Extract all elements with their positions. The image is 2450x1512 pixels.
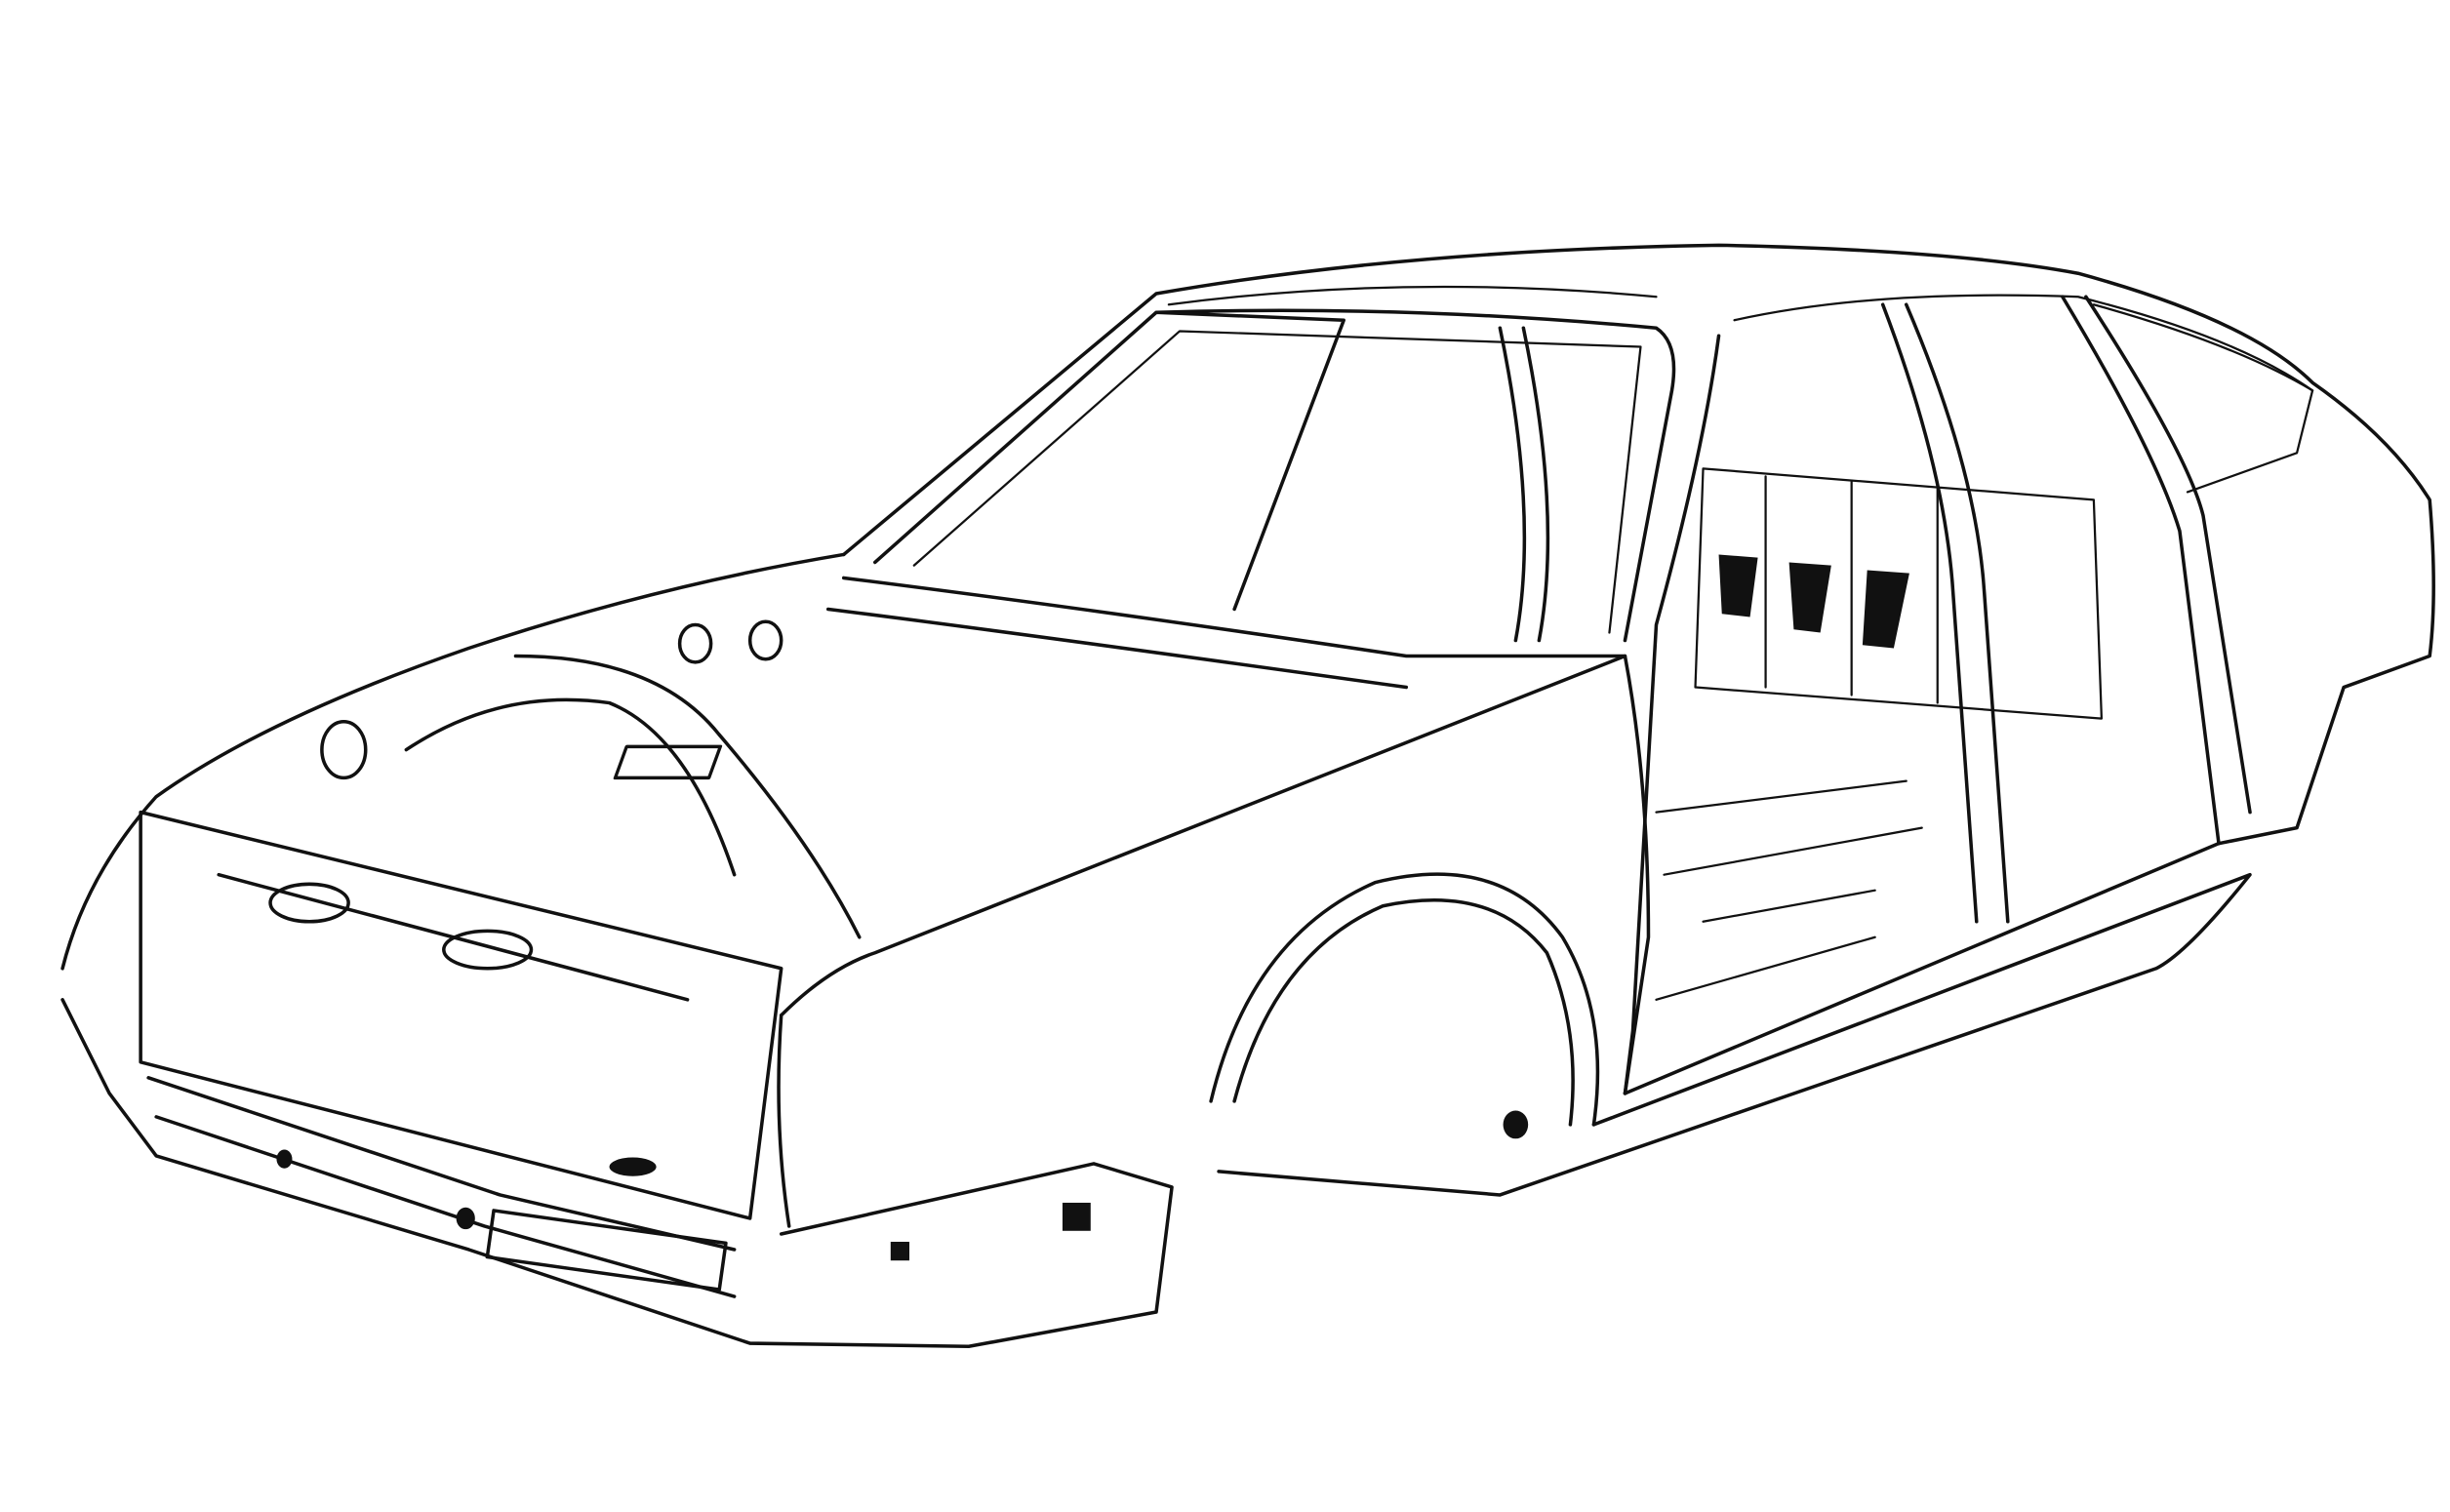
panel-cutout	[1718, 554, 1909, 649]
hole	[609, 1157, 657, 1176]
hole	[747, 619, 783, 661]
roof-inner-line	[1167, 285, 2314, 392]
b-pillar	[1880, 302, 2010, 924]
clip-hole	[1062, 1202, 1091, 1231]
hole	[276, 1149, 293, 1169]
strut-hole	[320, 720, 368, 780]
floor-pan	[1655, 779, 1923, 1001]
strut-tower	[404, 654, 862, 939]
c-pillar	[2061, 295, 2252, 846]
front-valance	[60, 998, 1174, 1349]
rocker-sill	[1217, 841, 2252, 1197]
a-pillar	[1498, 326, 1550, 643]
rear-seat-panel	[1694, 467, 2104, 720]
hood-line	[60, 552, 846, 971]
windshield-inner	[912, 330, 1642, 634]
roof-outline	[841, 243, 2435, 846]
hole	[456, 1207, 475, 1230]
hole	[677, 622, 713, 664]
headlamp-recess	[442, 929, 534, 971]
cowl	[825, 576, 1627, 690]
radiator-support	[139, 810, 783, 1220]
front-door-opening	[1623, 334, 1721, 1095]
rear-window	[2092, 303, 2314, 494]
windshield-frame	[873, 308, 1676, 643]
bulkhead-opening	[613, 744, 723, 780]
clip-hole	[890, 1241, 910, 1261]
wheel-arch	[1209, 872, 1600, 1127]
bumper-slot	[485, 1209, 728, 1292]
headlamp-recess	[268, 882, 350, 924]
hole	[1503, 1110, 1529, 1139]
front-fender	[777, 654, 1651, 1228]
bumper-beam	[146, 1076, 737, 1298]
